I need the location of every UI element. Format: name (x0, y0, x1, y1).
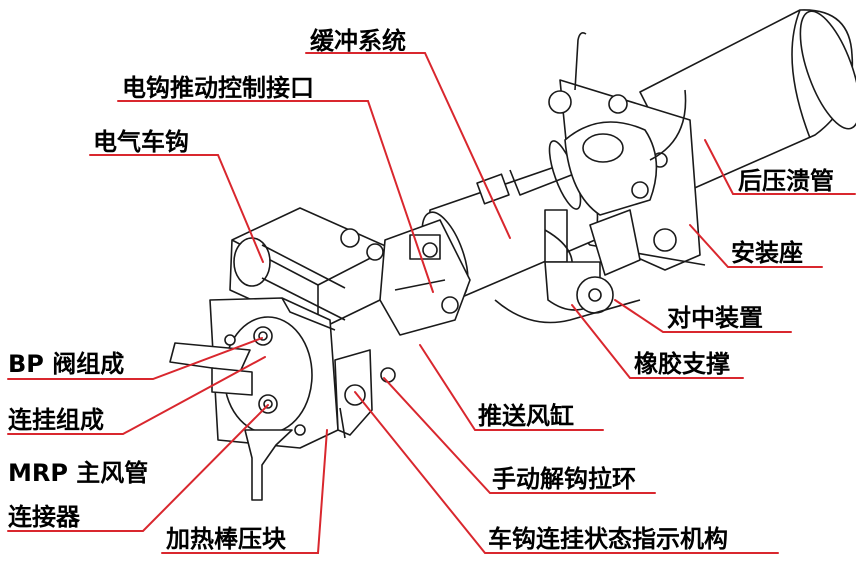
label-heating-rod-clamp: 加热棒压块 (166, 525, 286, 553)
label-coupling-status-indicator: 车钩连挂状态指示机构 (488, 525, 728, 553)
push-cylinder-shape (379, 219, 471, 336)
leader-centering-device (614, 299, 792, 333)
leader-rubber-support (571, 304, 744, 379)
label-electric-coupler: 电气车钩 (93, 128, 189, 156)
rubber-support-shape (544, 209, 641, 314)
leader-lines (7, 52, 856, 554)
label-centering-device: 对中装置 (667, 304, 763, 332)
leader-coupling-assembly (7, 356, 266, 435)
status-indicator-shape (334, 349, 396, 439)
leader-push-cylinder (419, 344, 604, 431)
label-push-cylinder: 推送风缸 (478, 402, 574, 430)
label-manual-uncoupling-ring: 手动解钩拉环 (492, 465, 636, 493)
leader-electric-coupler-interface (117, 100, 434, 293)
leader-manual-ring (383, 377, 656, 494)
air-pipe (494, 299, 641, 324)
label-rear-crush-tube: 后压溃管 (738, 167, 834, 195)
leader-mrp-connector (7, 404, 269, 532)
label-bp-valve-assembly: BP 阀组成 (8, 350, 125, 378)
leader-mounting-seat (689, 224, 823, 268)
cable-right (649, 89, 687, 161)
leader-status-indicator (354, 391, 779, 554)
leader-heating-rod (161, 429, 328, 554)
guide-horn-lower (244, 429, 293, 501)
label-mrp-connector-line2: 连接器 (8, 503, 80, 531)
label-electric-coupler-interface: 电钩推动控制接口 (122, 74, 314, 102)
label-rubber-support: 橡胶支撑 (634, 350, 730, 378)
label-mrp-connector-line1: MRP 主风管 (8, 459, 149, 487)
leader-electric-coupler (89, 154, 264, 263)
leader-rear-crush-tube (704, 139, 856, 195)
rear-crush-tube-shape (639, 9, 856, 191)
label-buffer-system: 缓冲系统 (310, 27, 406, 55)
leader-bp-valve (7, 337, 263, 380)
leader-buffer-system (305, 52, 511, 239)
cable-upper (574, 32, 587, 91)
label-coupling-assembly: 连挂组成 (8, 406, 104, 434)
head-mechanism-shape (564, 121, 658, 216)
label-mounting-seat: 安装座 (731, 239, 803, 267)
